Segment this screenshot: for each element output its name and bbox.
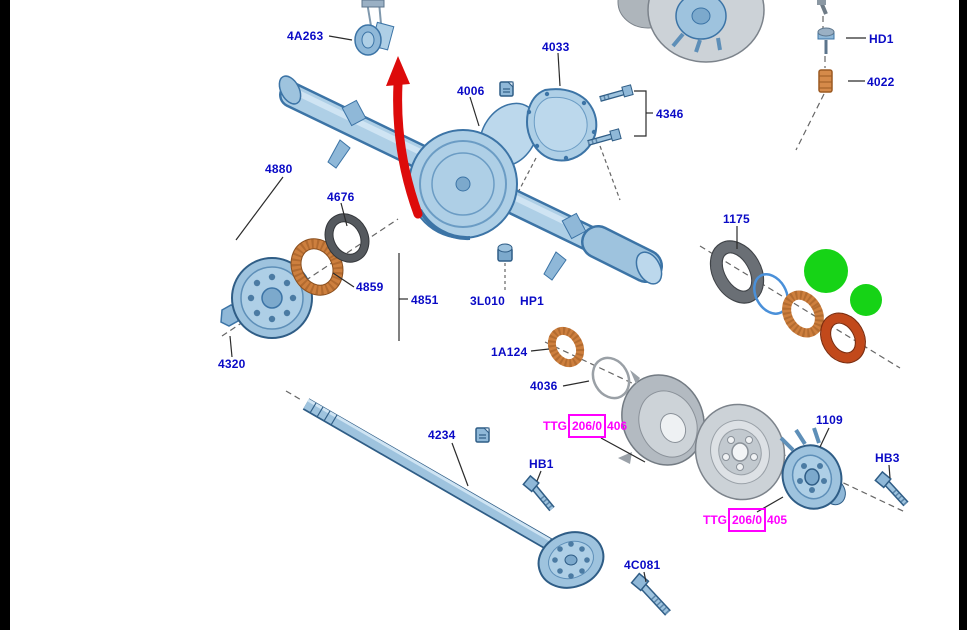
part-label-1A124: 1A124 [491,345,528,359]
part-label-4022: 4022 [867,75,895,89]
part-label-4880: 4880 [265,162,293,176]
hub-1109 [779,427,846,510]
ttg-0406-boxed: 206/0 [568,414,607,438]
seal-red [820,312,866,364]
part-label-HD1: HD1 [869,32,894,46]
dust-shield [618,370,705,466]
snap-ring-4036 [591,356,631,400]
red-arrow [386,56,423,219]
part-label-HP1: HP1 [520,294,544,308]
ttg-0405-suffix: 405 [767,513,788,527]
part-label-4033: 4033 [542,40,570,54]
part-label-4C081: 4C081 [624,558,661,572]
part-HD1 [817,27,835,54]
manual-reference-icon-4234 [475,427,490,443]
bolt-4C081 [630,572,671,616]
bearing-outer [782,290,824,338]
part-label-HB3: HB3 [875,451,900,465]
part-label-3L010: 3L010 [470,294,506,308]
ttg-label-0405: TTG 206/0 405 [703,508,787,532]
right-border-bar [959,0,967,630]
part-label-1109: 1109 [816,413,843,427]
part-4A263 [354,0,395,56]
ttg-0406-prefix: TTG [543,419,567,433]
green-marker-large [804,249,848,293]
part-label-4006: 4006 [457,84,485,98]
axle-shaft-4234 [302,398,605,589]
part-label-4859: 4859 [356,280,384,294]
part-label-4851: 4851 [411,293,439,307]
seal-1175 [709,240,765,304]
ttg-0405-boxed: 206/0 [728,508,767,532]
bolt-HB3 [874,470,909,507]
part-label-4320: 4320 [218,357,246,371]
part-label-4676: 4676 [327,190,355,204]
ttg-label-0406: TTG 206/0 406 [543,414,627,438]
bolts-4346 [587,84,634,146]
left-border-bar [0,0,10,630]
snap-ring-axle [753,273,789,315]
part-label-HB1: HB1 [529,457,554,471]
partial-front-rotor [617,0,765,63]
part-3L010-HP1 [497,243,513,262]
ttg-0406-suffix: 406 [607,419,628,433]
brake-rotor [694,403,786,501]
part-label-1175: 1175 [723,212,750,226]
part-label-4234: 4234 [428,428,456,442]
part-label-4A263: 4A263 [287,29,324,43]
seal-4676 [324,213,370,263]
part-4022 [818,69,833,93]
leader-lines [229,35,891,583]
hub-drum-4880 [231,257,313,339]
manual-reference-icon-4006 [499,81,514,97]
part-4033-cover [526,88,598,162]
green-marker-small [850,284,882,316]
tone-ring-4859 [290,238,344,296]
ttg-0405-prefix: TTG [703,513,727,527]
bearing-1A124 [547,326,585,368]
part-top-bolt [817,0,828,15]
bolt-HB1 [522,474,555,512]
part-label-4036: 4036 [530,379,558,393]
part-label-4346: 4346 [656,107,684,121]
